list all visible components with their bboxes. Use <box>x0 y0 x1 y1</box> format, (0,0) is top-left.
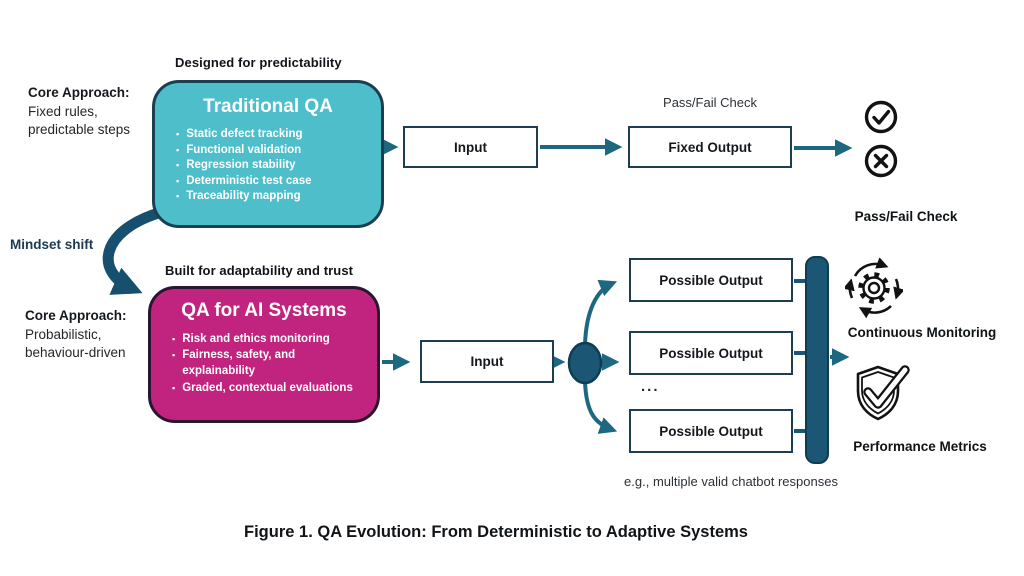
possible-output-label: Possible Output <box>659 345 763 361</box>
branch-node <box>567 341 603 385</box>
ellipsis-label: ... <box>641 378 660 395</box>
continuous-monitoring-label: Continuous Monitoring <box>847 325 997 340</box>
performance-metrics-label: Performance Metrics <box>853 439 987 454</box>
example-note: e.g., multiple valid chatbot responses <box>624 474 838 489</box>
traditional-qa-title: Traditional QA <box>203 96 333 117</box>
bottom-banner: Built for adaptability and trust <box>165 263 354 278</box>
core-approach-top: Core Approach: Fixed rules, predictable … <box>28 84 163 140</box>
fixed-output-box: Fixed Output <box>628 126 792 168</box>
gear-cycle-icon <box>845 257 903 319</box>
list-item: Regression stability <box>176 158 375 174</box>
core-approach-top-line2: predictable steps <box>28 122 131 137</box>
core-approach-bottom-title: Core Approach: <box>25 308 127 323</box>
core-approach-top-line1: Fixed rules, <box>28 103 98 119</box>
aggregation-bar <box>805 256 829 464</box>
arrow-branch-to-output3 <box>583 380 618 434</box>
input-box-bottom-label: Input <box>470 354 504 369</box>
passfail-check-top-label: Pass/Fail Check <box>663 95 757 110</box>
top-banner: Designed for predictability <box>175 55 342 70</box>
core-approach-top-title: Core Approach: <box>28 85 130 100</box>
x-circle-icon <box>864 144 898 178</box>
possible-output-box-1: Possible Output <box>629 258 793 302</box>
arrow-branch-to-output1 <box>583 279 618 346</box>
check-circle-icon <box>864 100 898 134</box>
list-item: Functional validation <box>176 143 375 159</box>
input-box-bottom: Input <box>420 340 554 383</box>
core-approach-bottom: Core Approach: Probabilistic, behaviour-… <box>25 307 160 363</box>
list-item: Traceability mapping <box>176 189 375 205</box>
list-item: Risk and ethics monitoring <box>172 331 371 347</box>
possible-output-label: Possible Output <box>659 423 763 439</box>
traditional-qa-box: Traditional QA Static defect tracking Fu… <box>152 80 384 228</box>
list-item: Fairness, safety, and explainability <box>172 347 371 379</box>
traditional-qa-bullets: Static defect tracking Functional valida… <box>155 127 381 205</box>
possible-output-label: Possible Output <box>659 272 763 288</box>
list-item: Deterministic test case <box>176 174 375 190</box>
curved-down-arrow <box>102 206 164 295</box>
input-box-top: Input <box>403 126 538 168</box>
qa-ai-systems-bullets: Risk and ethics monitoring Fairness, saf… <box>151 331 377 396</box>
possible-output-box-3: Possible Output <box>629 409 793 453</box>
qa-ai-systems-title: QA for AI Systems <box>181 300 347 321</box>
qa-ai-systems-box: QA for AI Systems Risk and ethics monito… <box>148 286 380 423</box>
input-box-top-label: Input <box>454 139 487 155</box>
mindset-shift-label: Mindset shift <box>10 237 94 252</box>
passfail-check-bottom-label: Pass/Fail Check <box>854 209 958 224</box>
list-item: Graded, contextual evaluations <box>172 380 371 396</box>
fixed-output-label: Fixed Output <box>668 139 752 155</box>
core-approach-bottom-line1: Probabilistic, <box>25 326 102 342</box>
figure-caption: Figure 1. QA Evolution: From Determinist… <box>244 523 748 541</box>
shield-check-icon <box>856 365 910 421</box>
list-item: Static defect tracking <box>176 127 375 143</box>
core-approach-bottom-line2: behaviour-driven <box>25 345 126 360</box>
possible-output-box-2: Possible Output <box>629 331 793 375</box>
